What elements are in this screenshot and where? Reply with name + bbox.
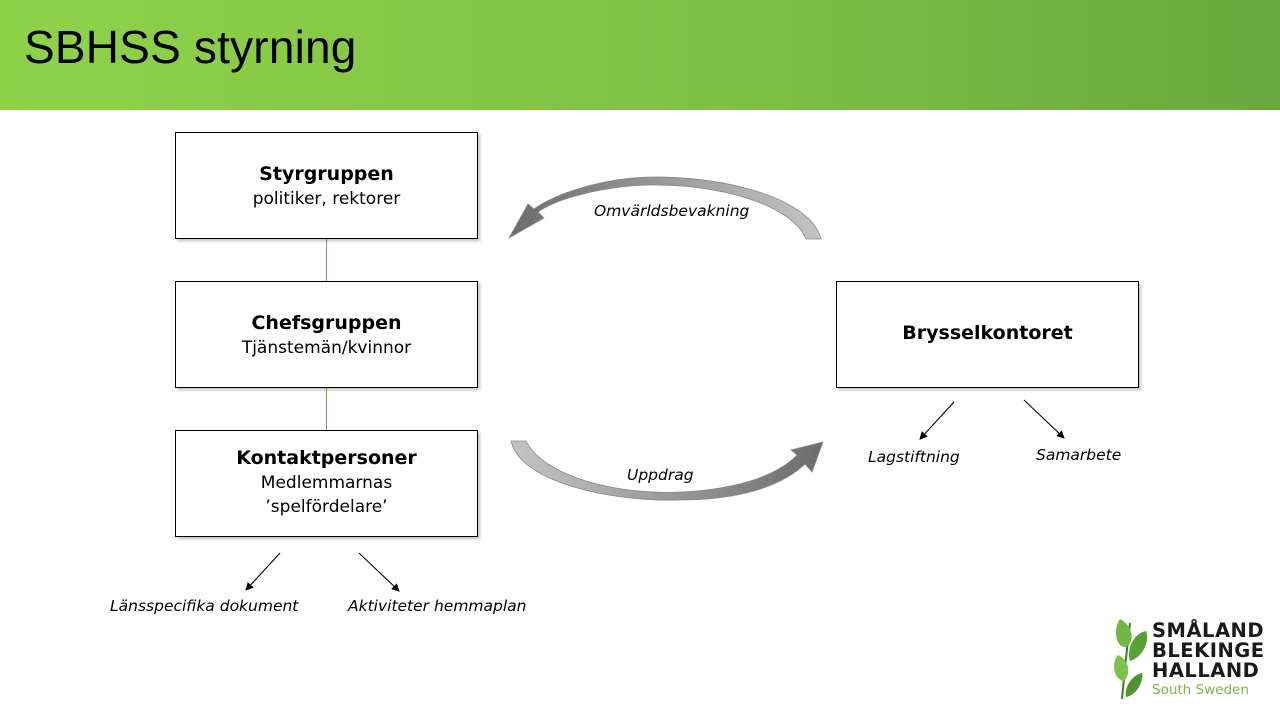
arrow-to-lansspecifika <box>245 552 281 591</box>
output-lagstiftning: Lagstiftning <box>868 448 960 466</box>
arrow-to-lagstiftning <box>919 401 955 440</box>
edge-label-uppdrag: Uppdrag <box>627 466 694 484</box>
connector-styr-chef <box>326 239 327 281</box>
node-subtitle-line1: Medlemmarnas <box>260 473 393 493</box>
curved-arrow-uppdrag <box>510 440 824 501</box>
page-title: SBHSS styrning <box>24 21 357 73</box>
node-subtitle: Tjänstemän/kvinnor <box>241 338 412 358</box>
organization-logo: SMÅLAND BLEKINGE HALLAND South Sweden <box>1112 617 1272 701</box>
node-kontaktpersoner: Kontaktpersoner Medlemmarnas ’spelfördel… <box>175 430 478 537</box>
output-lansspecifika-dokument: Länsspecifika dokument <box>110 597 299 615</box>
leaf-icon <box>1114 619 1148 700</box>
node-title: Styrgruppen <box>259 163 394 185</box>
logo-tagline: South Sweden <box>1152 682 1249 698</box>
arrow-to-samarbete <box>1023 399 1065 439</box>
node-chefsgruppen: Chefsgruppen Tjänstemän/kvinnor <box>175 281 478 388</box>
node-subtitle: politiker, rektorer <box>252 189 401 209</box>
output-aktiviteter-hemmaplan: Aktiviteter hemmaplan <box>348 597 527 615</box>
logo-line: HALLAND <box>1152 659 1260 682</box>
title-bar: SBHSS styrning <box>0 0 1280 110</box>
connector-chef-kontakt <box>326 388 327 430</box>
arrow-to-aktiviteter <box>358 552 400 592</box>
edge-label-omvarldsbevakning: Omvärldsbevakning <box>594 202 750 220</box>
node-styrgruppen: Styrgruppen politiker, rektorer <box>175 132 478 239</box>
output-samarbete: Samarbete <box>1036 446 1122 464</box>
node-subtitle-line2: ’spelfördelare’ <box>265 497 388 517</box>
logo-line: SMÅLAND <box>1152 619 1265 642</box>
node-title: Brysselkontoret <box>902 322 1073 344</box>
node-brysselkontoret: Brysselkontoret <box>836 281 1139 388</box>
logo-wordmark: SMÅLAND BLEKINGE HALLAND <box>1152 621 1265 681</box>
logo-line: BLEKINGE <box>1152 639 1265 662</box>
node-title: Chefsgruppen <box>251 312 402 334</box>
node-title: Kontaktpersoner <box>236 447 417 469</box>
curved-arrow-omvarldsbevakning <box>507 176 822 240</box>
